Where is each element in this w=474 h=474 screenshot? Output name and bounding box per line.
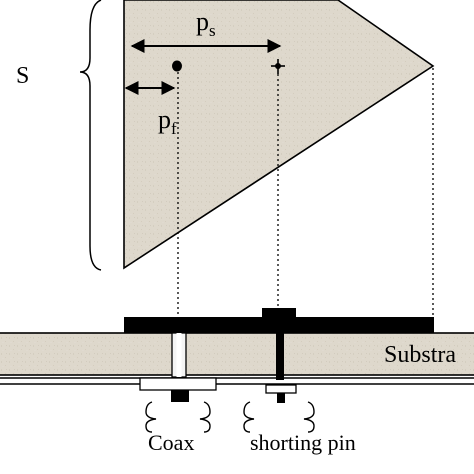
ps-label: ps [196,7,216,40]
shorting-pin-label: shorting pin [250,430,356,455]
s-label: S [16,63,29,89]
pf-label: pf [158,105,177,138]
s-dimension-brace [79,0,102,271]
coax-inner-conductor [176,333,182,377]
shorting-pin-point [271,59,285,74]
coax-brace [145,401,157,433]
coax-feed-point [172,60,182,72]
pin-brace [243,401,255,433]
coax-label: Coax [148,430,194,455]
substrate-label: Substra [384,342,456,368]
coax-brace-right [199,401,211,433]
pin-cap [262,308,296,318]
substrate [0,332,474,376]
coax-connector-flange [139,377,217,391]
pin-brace-right [303,401,315,433]
shorting-pin [276,318,284,380]
coax-connector-body [171,390,189,402]
shorting-pin-base [277,393,285,403]
shorting-pin-washer [265,384,297,394]
